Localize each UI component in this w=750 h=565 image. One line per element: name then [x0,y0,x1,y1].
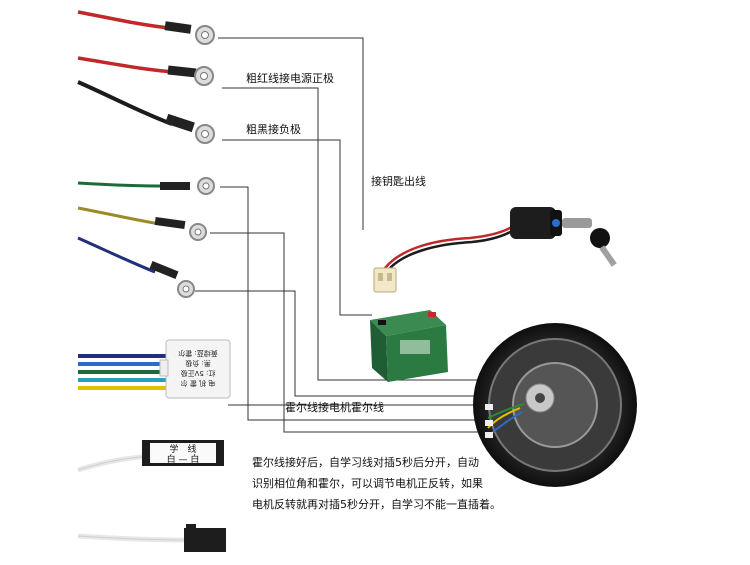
leader-red-to-motor [222,87,505,381]
self-learning-note: 霍尔线接好后，自学习线对插5秒后分开，自动 识别相位角和霍尔，可以调节电机正反转… [252,452,502,515]
ring-terminal-icon [77,236,195,298]
hub-motor-icon [473,323,637,487]
label-thick-red: 粗红线接电源正极 [246,72,334,85]
ring-terminal-icon [77,177,215,195]
label-key-switch: 接钥匙出线 [371,175,426,188]
hall-connector-icon: 电 机 霍 尔 红: 5V正极 黑: 负极 黄绿蓝: 霍尔 [78,339,231,399]
learn-plug-icon: 学 线 白 — 白 [77,440,224,473]
battery-icon [370,310,448,382]
learn-plug-icon [77,524,226,552]
learn-plug-top-label: 学 线 [169,443,196,455]
connector-label-line4: 黄绿蓝: 霍尔 [178,349,218,358]
leader-yellow [210,232,480,433]
note-line-2: 识别相位角和霍尔，可以调节电机正反转，如果 [252,477,483,490]
connector-label-line1: 电 机 霍 尔 [181,379,216,388]
ring-terminal-icon [77,80,215,144]
ring-terminal-icon [77,206,207,241]
leader-blue [195,290,480,397]
leader-black-to-battery [222,139,372,316]
note-line-3: 电机反转就再对插5秒分开，自学习不能一直插着。 [252,498,501,511]
ring-terminal-icon [77,10,215,45]
leader-red-to-key [218,37,364,230]
label-thick-black: 粗黑接负极 [246,123,301,136]
connector-label-line2: 红: 5V正极 [181,369,216,378]
learn-plug-bottom-label: 白 — 白 [167,453,200,465]
leader-lines [195,37,505,433]
ring-terminal-icon [77,56,214,86]
leader-green [220,186,480,421]
label-hall: 霍尔线接电机霍尔线 [285,401,384,414]
connector-label-line3: 黑: 负极 [185,359,211,368]
key-switch-icon [373,207,617,293]
note-line-1: 霍尔线接好后，自学习线对插5秒后分开，自动 [252,456,479,469]
